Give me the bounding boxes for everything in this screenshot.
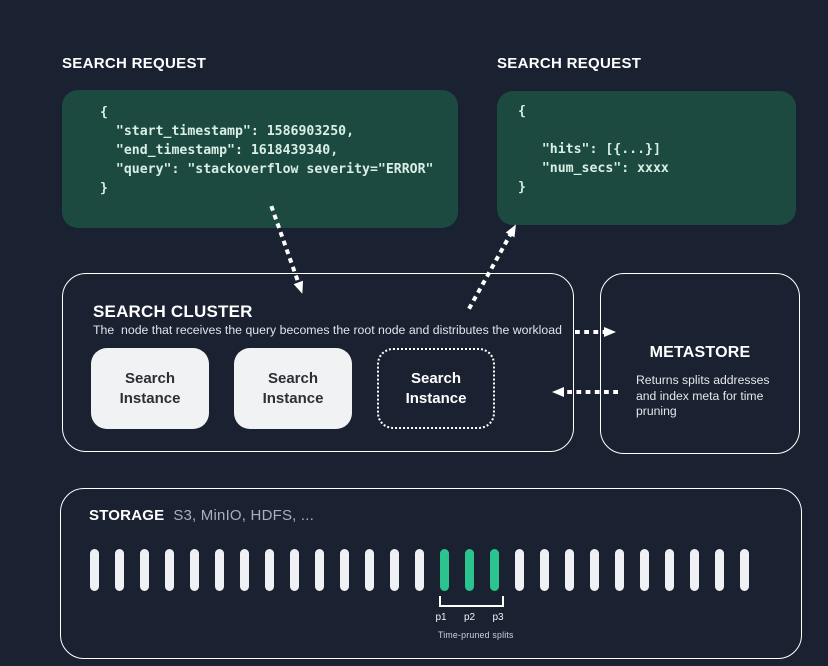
search-request-left-codeblock: { "start_timestamp": 1586903250, "end_ti…: [62, 90, 458, 228]
search-instance-3-label: Search Instance: [405, 369, 467, 407]
splits-row: [90, 549, 749, 591]
search-instance-2-label: Search Instance: [262, 369, 324, 407]
split-bar: [390, 549, 399, 591]
split-bar: [190, 549, 199, 591]
storage-subtitle: S3, MinIO, HDFS, ...: [173, 507, 315, 524]
search-request-left-code: { "start_timestamp": 1586903250, "end_ti…: [100, 105, 434, 196]
metastore-title: METASTORE: [649, 344, 751, 361]
storage-heading: STORAGE S3, MinIO, HDFS, ...: [89, 507, 314, 525]
split-bar: [215, 549, 224, 591]
split-bar: [540, 549, 549, 591]
split-bar: [340, 549, 349, 591]
split-bar: [365, 549, 374, 591]
metastore-description: Returns splits addresses and index meta …: [636, 373, 770, 418]
metastore-box: METASTORE Returns splits addresses and i…: [600, 273, 800, 454]
split-bar: [565, 549, 574, 591]
split-bar: [165, 549, 174, 591]
split-bar: [665, 549, 674, 591]
search-instance-2: Search Instance: [234, 348, 352, 429]
search-instances-row: Search Instance Search Instance Search I…: [91, 348, 495, 429]
split-bar: [740, 549, 749, 591]
storage-title: STORAGE: [89, 507, 165, 524]
search-instance-1-label: Search Instance: [119, 369, 181, 407]
search-cluster-subtitle: The node that receives the query becomes…: [93, 323, 562, 337]
search-instance-3-dashed: Search Instance: [377, 348, 495, 429]
split-label-p1: p1: [435, 612, 447, 623]
split-bar: [265, 549, 274, 591]
split-bar: [590, 549, 599, 591]
split-bar-pruned: [490, 549, 499, 591]
split-bar: [515, 549, 524, 591]
split-bar: [615, 549, 624, 591]
split-bar: [690, 549, 699, 591]
split-bar: [90, 549, 99, 591]
search-cluster-title: SEARCH CLUSTER: [93, 302, 253, 321]
pruned-splits-bracket: [439, 596, 504, 607]
split-bar: [715, 549, 724, 591]
pruned-splits-labels: p1 p2 p3: [431, 612, 508, 623]
search-request-right-heading: SEARCH REQUEST: [497, 55, 642, 72]
split-bar: [115, 549, 124, 591]
search-instance-1: Search Instance: [91, 348, 209, 429]
search-cluster-box: SEARCH CLUSTER The node that receives th…: [62, 273, 574, 452]
split-bar: [140, 549, 149, 591]
search-request-left-heading: SEARCH REQUEST: [62, 55, 207, 72]
split-bar-pruned: [440, 549, 449, 591]
split-bar: [240, 549, 249, 591]
split-bar: [640, 549, 649, 591]
split-bar: [290, 549, 299, 591]
storage-box: STORAGE S3, MinIO, HDFS, ... p1 p2 p3 Tim…: [60, 488, 802, 659]
split-label-p2: p2: [463, 612, 476, 623]
search-request-right-code: { "hits": [{...}] "num_secs": xxxx }: [518, 104, 669, 195]
split-bar-pruned: [465, 549, 474, 591]
split-bar: [415, 549, 424, 591]
split-label-p3: p3: [492, 612, 504, 623]
search-request-right-codeblock: { "hits": [{...}] "num_secs": xxxx }: [497, 91, 796, 225]
split-bar: [315, 549, 324, 591]
pruned-splits-caption: Time-pruned splits: [438, 630, 514, 640]
